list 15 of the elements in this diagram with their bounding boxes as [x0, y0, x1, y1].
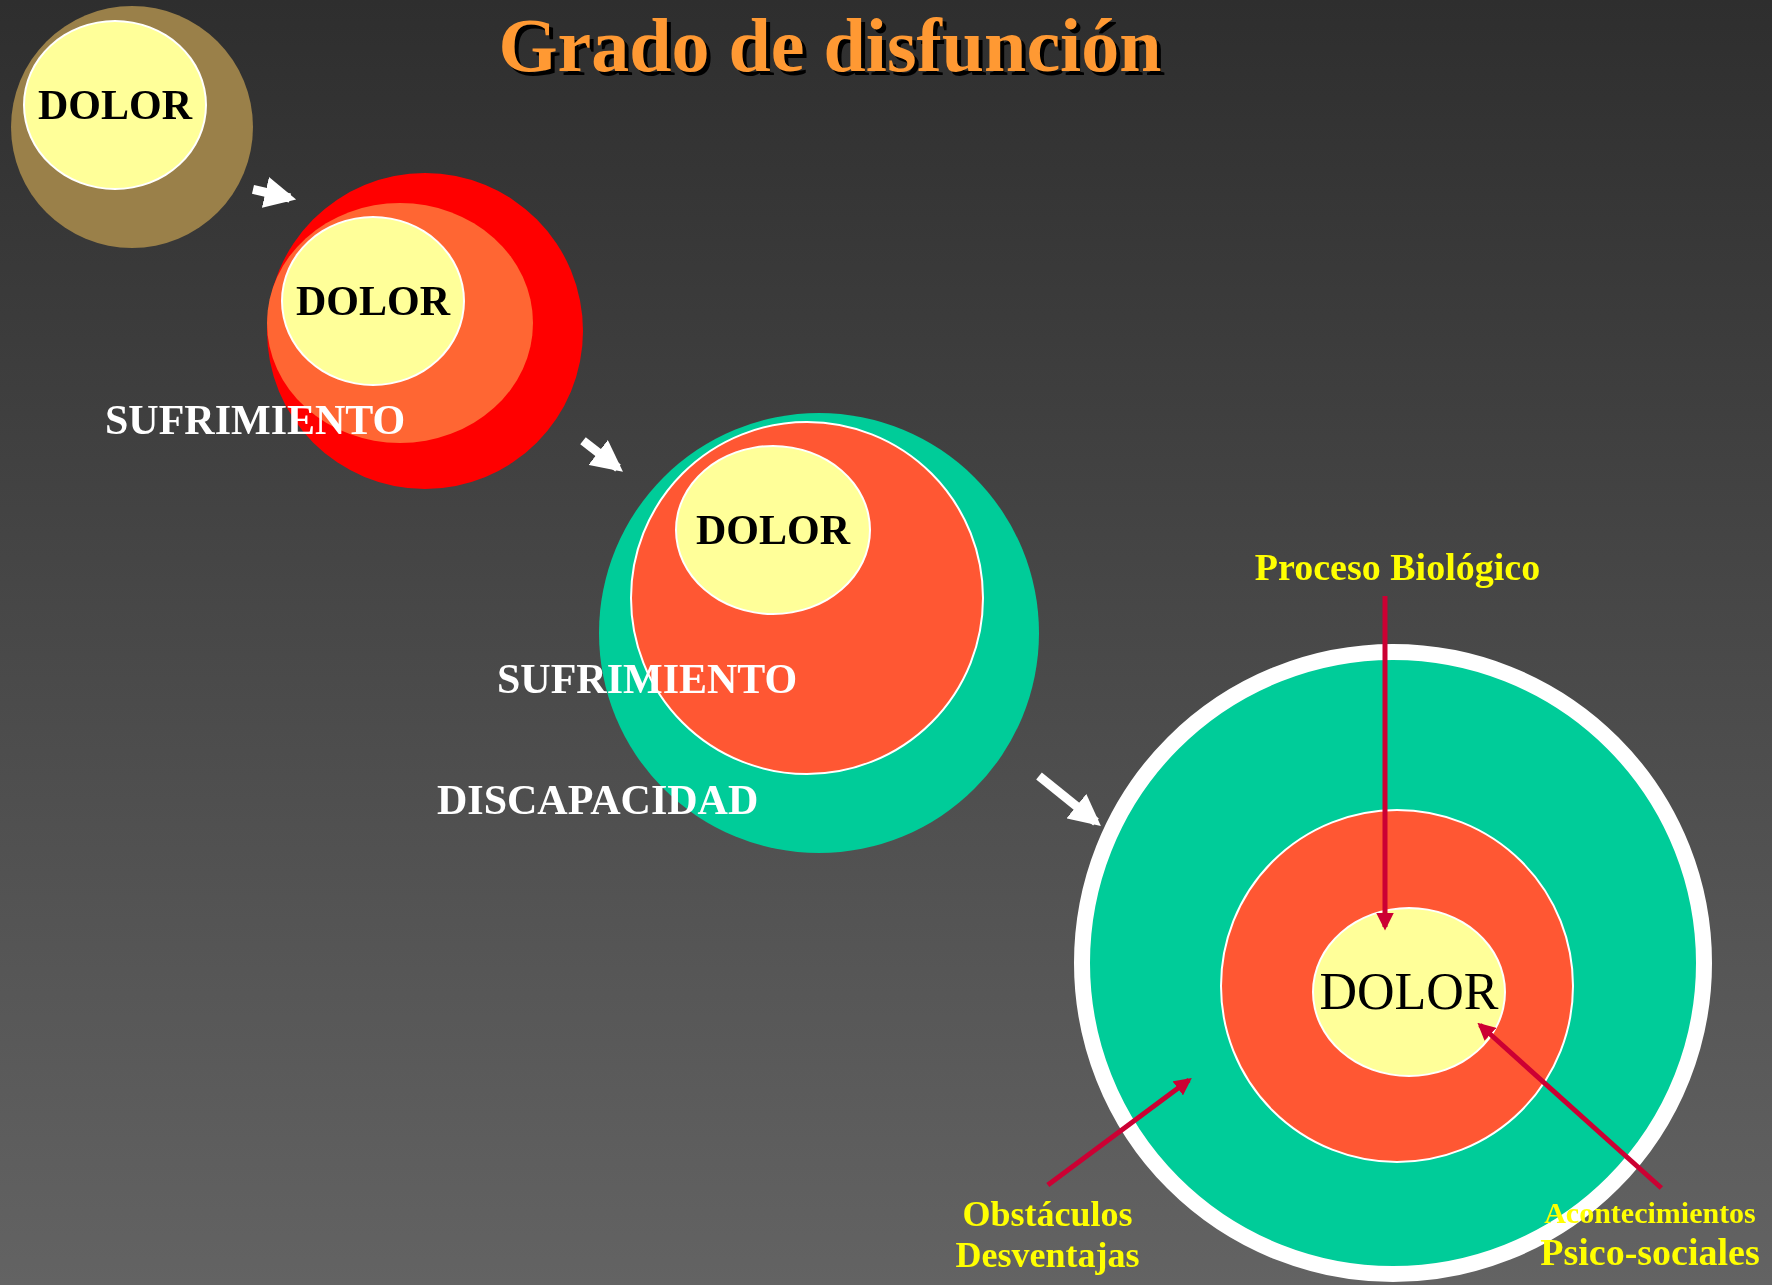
- label-text: Psico-sociales: [1540, 1230, 1760, 1275]
- title: Grado de disfunción: [497, 2, 1163, 89]
- node-text: DOLOR: [696, 505, 850, 555]
- arrow: [1046, 1077, 1192, 1187]
- circle-label: SUFRIMIENTO: [497, 655, 798, 703]
- node-text: DOLOR: [38, 80, 192, 130]
- arrow: [1376, 596, 1394, 931]
- node-text: DOLOR: [296, 276, 450, 326]
- arrow: [252, 177, 297, 208]
- arrow: [580, 437, 623, 472]
- arrow: [1477, 1022, 1663, 1190]
- label-text: Proceso Biológico: [1254, 546, 1541, 590]
- node-text: DOLOR: [1319, 962, 1499, 1022]
- arrow: [1036, 772, 1101, 826]
- label-text: Obstáculos Desventajas: [954, 1193, 1141, 1277]
